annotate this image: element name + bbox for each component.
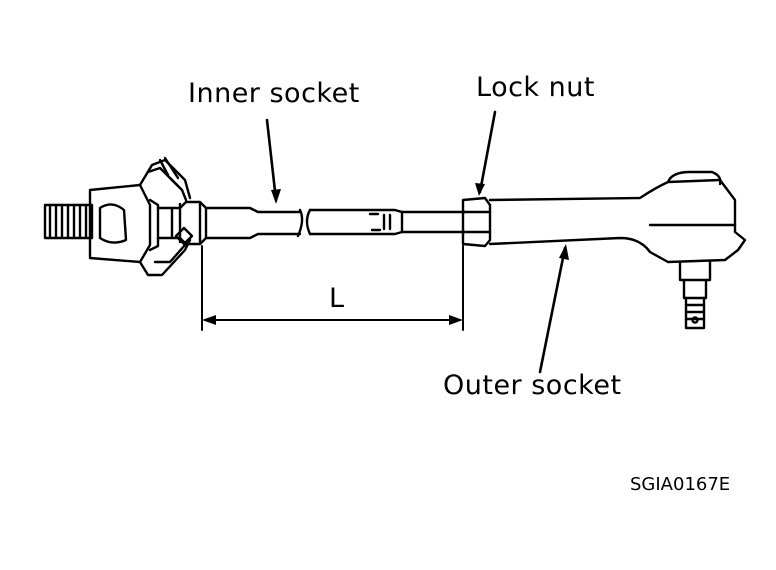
inner-threaded-stud bbox=[43, 203, 94, 240]
lock-nut bbox=[461, 196, 492, 248]
lock-nut-label: Lock nut bbox=[476, 72, 595, 103]
leader-arrowheads bbox=[271, 183, 569, 260]
outer-socket-body bbox=[488, 170, 747, 264]
inner-tube bbox=[156, 200, 304, 246]
figure-code: SGIA0167E bbox=[630, 474, 731, 495]
inner-ball-housing bbox=[88, 183, 160, 264]
dimension-l bbox=[201, 245, 464, 331]
outer-socket-label: Outer socket bbox=[443, 370, 622, 401]
leader-lines bbox=[265, 110, 567, 374]
inner-socket-label: Inner socket bbox=[188, 78, 360, 109]
boot-clamp bbox=[138, 156, 194, 277]
dimension-l-label: L bbox=[329, 283, 345, 314]
dimension-arrowheads bbox=[202, 315, 463, 325]
adjusting-tube bbox=[305, 208, 467, 236]
outer-socket-stud bbox=[678, 260, 712, 330]
